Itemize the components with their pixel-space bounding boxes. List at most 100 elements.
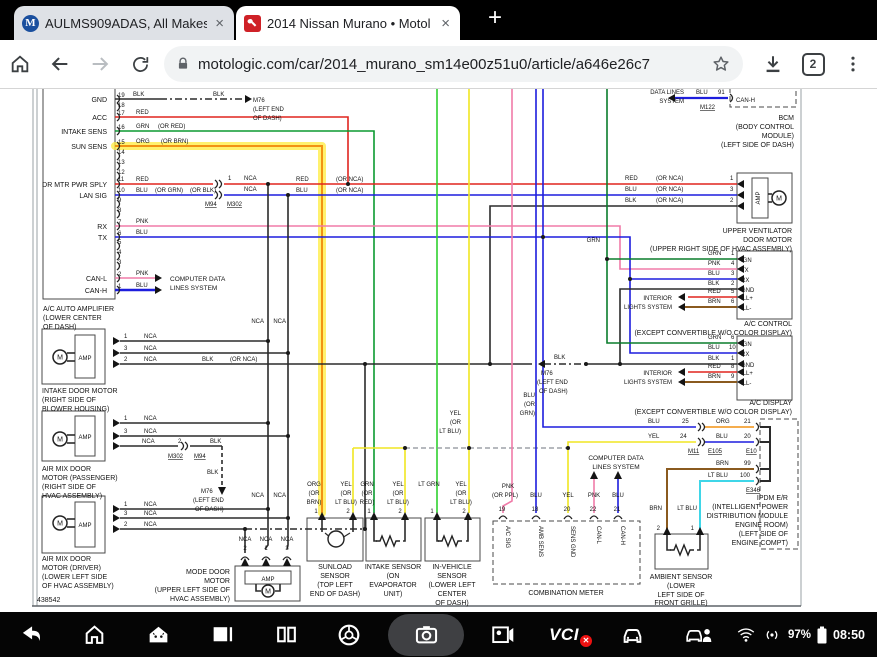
junction-dot [286, 516, 290, 520]
diagram-label: M94 [194, 454, 206, 460]
nav-back-button[interactable] [0, 612, 62, 657]
junction-dot [286, 193, 290, 197]
tab-aulms[interactable]: M AULMS909ADAS, All Makes × [14, 6, 234, 40]
wire-arrow [113, 349, 120, 357]
url-text[interactable]: motologic.com/car/2014_murano_sm14e00z51… [198, 55, 650, 73]
forward-button[interactable] [80, 44, 120, 84]
wire-arrow [241, 558, 249, 566]
connector-arc [116, 221, 121, 231]
wire [255, 584, 261, 592]
display-settings-icon[interactable] [472, 612, 534, 657]
tab-switcher-button[interactable]: 2 [793, 44, 833, 84]
diagram-label: RED [136, 110, 149, 116]
motor-m-label: M [57, 437, 63, 444]
diagram-label: BCM [778, 115, 794, 122]
tab-title: AULMS909ADAS, All Makes [45, 15, 208, 31]
connector-arc [116, 151, 121, 161]
diagram-label: A/C DISPLAY [749, 400, 792, 407]
diagram-label: M302 [168, 454, 184, 460]
diagram-label: BRN [716, 461, 729, 467]
diagram-label: LT BLU) [450, 500, 472, 506]
diagram-label: 2 [730, 198, 734, 204]
motor-circle [52, 515, 68, 531]
nav-recents-button[interactable] [190, 612, 254, 657]
diagram-label: (LEFT END [253, 107, 285, 113]
wire [403, 518, 406, 542]
diagram-label: BLU [708, 271, 720, 277]
motor-m-label: M [57, 355, 63, 362]
diagram-label: (OR NCA) [336, 188, 363, 194]
connector-arc [116, 190, 121, 200]
diagram-label: 22 [590, 507, 597, 513]
nav-home-button[interactable] [62, 612, 126, 657]
diagram-label: BRN [708, 374, 721, 380]
vci-status-button[interactable]: VCI✕ [534, 612, 600, 657]
wire-arrow [737, 265, 744, 273]
diagram-label: 9 [731, 374, 735, 380]
diagram-label: BLK [213, 92, 224, 98]
diagram-label: HVAC ASSEMBLY) [170, 596, 230, 603]
diagram-label: CAN-H [736, 98, 755, 104]
junction-dot [618, 362, 622, 366]
nav-split-screen-button[interactable] [254, 612, 318, 657]
wire-arrow [737, 339, 744, 347]
resistor-symbol [670, 543, 694, 557]
diagram-label: 6 [731, 299, 735, 305]
diagram-label: 2 [398, 509, 402, 515]
diagram-label: 20 [744, 434, 751, 440]
connector-arc [116, 161, 121, 171]
download-icon[interactable] [753, 44, 793, 84]
junction-dot [363, 362, 367, 366]
wire-arrow [737, 191, 744, 199]
diagram-label: MOTOR (DRIVER) [42, 565, 101, 572]
diagram-label: OF DASH) [195, 507, 224, 513]
diagram-label: OF HVAC ASSEMBLY) [42, 583, 114, 590]
nav-app-home-button[interactable] [126, 612, 190, 657]
module-box [759, 418, 799, 550]
diagram-label: BLU [648, 419, 660, 425]
junction-dot [346, 182, 350, 186]
wire [286, 195, 289, 550]
diagram-label: GND [741, 288, 755, 294]
diagram-label: 2 [124, 357, 128, 363]
diagram-label: BLU [136, 188, 148, 194]
new-tab-button[interactable]: + [488, 4, 503, 31]
diagram-label: SENSOR [320, 573, 350, 580]
home-button[interactable] [0, 44, 40, 84]
diagram-label: RX [741, 352, 749, 358]
module-box [74, 334, 96, 379]
diagram-label: GRN [708, 335, 721, 341]
wire-arrow [113, 337, 120, 345]
diagram-label: M11 [688, 449, 700, 455]
wire [115, 130, 375, 513]
connector-arc [180, 441, 189, 451]
diagram-label: 6 [731, 335, 735, 341]
junction-dot [266, 339, 270, 343]
diagram-label: BLK [708, 281, 719, 287]
chrome-shortcut-icon[interactable] [318, 612, 380, 657]
screenshot-camera-button[interactable] [388, 613, 464, 656]
tab-murano-active[interactable]: 2014 Nissan Murano • Motol × [236, 6, 460, 40]
url-bar[interactable]: motologic.com/car/2014_murano_sm14e00z51… [164, 46, 743, 82]
diagram-label: NCA [144, 511, 157, 517]
back-button[interactable] [40, 44, 80, 84]
vehicle-button[interactable] [600, 612, 664, 657]
diagram-label: (UPPER LEFT SIDE OF [155, 587, 230, 594]
connector-arc [116, 251, 121, 261]
remote-diagnosis-button[interactable] [664, 612, 734, 657]
close-tab-icon[interactable]: × [441, 14, 450, 32]
bookmark-star-icon[interactable] [711, 54, 731, 74]
connector-arc [563, 515, 573, 520]
wire [606, 89, 737, 344]
diagram-label: BLU [523, 393, 535, 399]
hotspot-icon [766, 630, 778, 639]
wire [115, 116, 349, 184]
wire-arrow [737, 360, 744, 368]
reload-button[interactable] [120, 44, 160, 84]
close-tab-icon[interactable]: × [215, 14, 224, 32]
menu-kebab-icon[interactable] [833, 44, 873, 84]
diagram-label: 10 [118, 188, 125, 194]
wire [275, 584, 281, 592]
diagram-label: 1 [314, 509, 318, 515]
